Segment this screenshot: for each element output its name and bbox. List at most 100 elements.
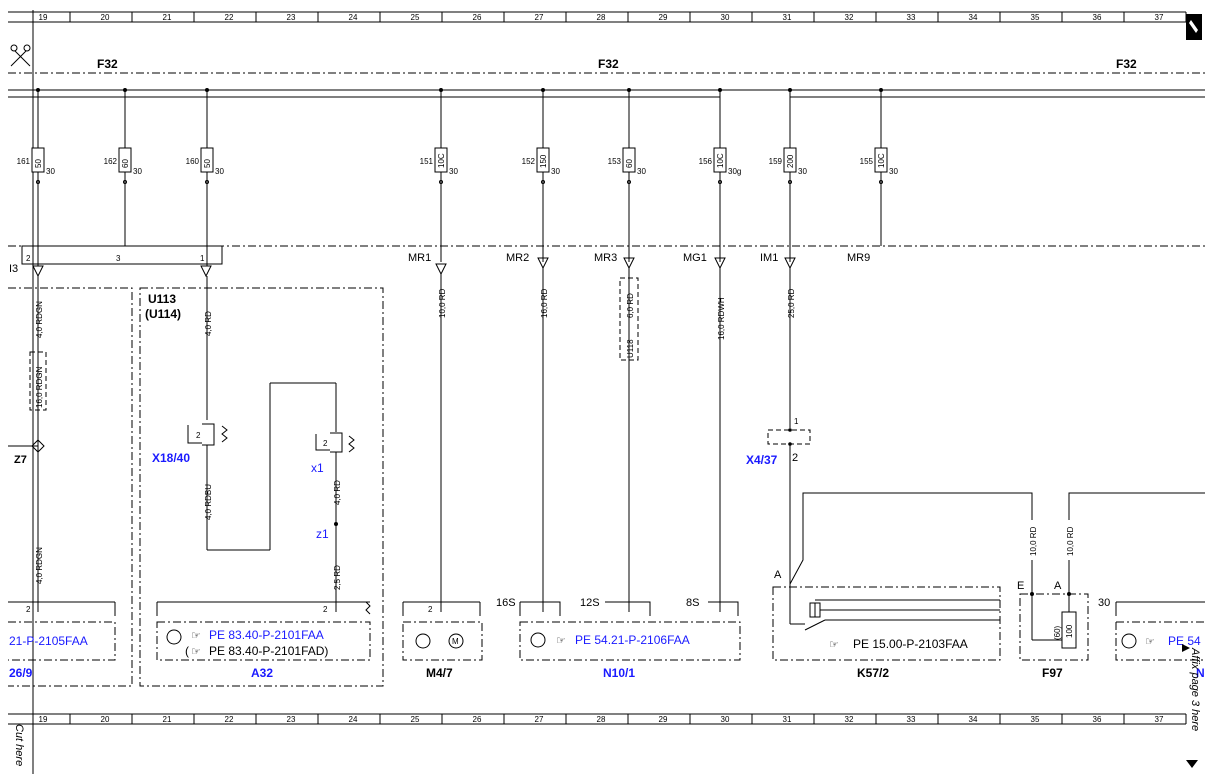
connector-label: MR2 [506,252,529,264]
connector-label: MG1 [683,252,707,264]
svg-text:2: 2 [26,605,31,614]
wire-label: 4,0 RD [204,311,213,336]
fuse-number: 161 [17,157,31,166]
svg-text:2: 2 [196,431,201,440]
wire-label: 16,0 RDGN [35,366,44,408]
fuse-rating: 60 [625,159,634,168]
fuse-terminal: 30 [798,167,807,176]
wire-label: 2,5 RD [333,565,342,590]
svg-text:30: 30 [1098,597,1110,609]
fuse-terminal: 30 [889,167,898,176]
connector-label: MR9 [847,252,870,264]
fuse-rating: 200 [786,154,795,168]
svg-text:2: 2 [26,254,31,263]
fuse-number: 155 [860,157,874,166]
component-a32: U113 (U114) 4,0 RD 2 X18/40 4,0 RDBU 2 x… [139,276,384,687]
grid-column-label: 20 [101,715,110,724]
fuse-number: 151 [420,157,434,166]
x18-40-label[interactable]: X18/40 [152,451,190,465]
wire-label: 4,0 RDGN [35,547,44,584]
fuse-rating: 10C [716,153,725,168]
svg-text:(60): (60) [1053,625,1062,640]
wire-label: 10,0 RD [438,288,447,318]
grid-column-label: 36 [1093,13,1102,22]
z1-label[interactable]: z1 [316,527,329,541]
ref-link[interactable]: 21-P-2105FAA [9,634,88,648]
connector-label: IM1 [760,252,778,264]
wire-label: 10,0 RD [1029,526,1038,556]
fuse-terminal: 30 [551,167,560,176]
fuse-rating: 10C [437,153,446,168]
grid-column-label: 23 [287,715,296,724]
svg-text:(: ( [185,644,189,658]
fuse-rating: 10C [877,153,886,168]
busbar-label: F32 [1116,57,1137,71]
grid-column-label: 19 [39,715,48,724]
grid-column-label: 36 [1093,715,1102,724]
grid-column-label: 25 [411,13,420,22]
notebook-icon [1186,14,1202,40]
cut-here-note: Cut here [13,724,25,766]
grid-column-label: 30 [721,715,730,724]
fuse-rating: 50 [34,159,43,168]
component-name[interactable]: N [1196,666,1205,680]
fuse-rating: 150 [539,154,548,168]
x4-37-label[interactable]: X4/37 [746,453,778,467]
u113-label: U113 [148,292,176,306]
fuse-number: 153 [608,157,622,166]
fuse-terminal: 30 [133,167,142,176]
component-name: F97 [1042,666,1063,680]
x1-label[interactable]: x1 [311,461,324,475]
grid-column-label: 20 [101,13,110,22]
component-name[interactable]: A32 [251,666,273,680]
grid-column-label: 26 [473,715,482,724]
grid-column-label: 21 [163,13,172,22]
grid-column-label: 29 [659,715,668,724]
wire-label: 16,0 RDWH [717,297,726,340]
component-n10-1: 16,0 RD 6,0 RD U118 16,0 RDWH 16S 12S 8S… [496,268,741,680]
grid-column-label: 30 [721,13,730,22]
connector-arrows [435,257,796,276]
grid-column-label: 32 [845,715,854,724]
scissors-icon [10,44,31,67]
ref-link[interactable]: PE 15.00-P-2103FAA [853,637,968,651]
fuse-rating: 50 [203,159,212,168]
ref-link[interactable]: PE 83.40-P-2101FAA [209,628,324,642]
svg-text:12S: 12S [580,597,600,609]
svg-text:☞: ☞ [191,646,201,658]
component-name: K57/2 [857,666,889,680]
svg-text:1: 1 [200,254,205,263]
affix-page-note: Affix page 3 here [1189,647,1201,731]
ref-link[interactable]: PE 54.21-P-2106FAA [575,633,690,647]
svg-text:M: M [452,637,459,646]
grid-column-label: 34 [969,13,978,22]
svg-text:I3: I3 [9,263,18,275]
component-name[interactable]: 26/9 [9,666,33,680]
svg-text:100: 100 [1065,624,1074,638]
grid-column-label: 27 [535,715,544,724]
ref-link[interactable]: PE 54 [1168,634,1201,648]
grid-column-label: 37 [1155,13,1164,22]
component-right-partial: 30 ☞ PE 54 N [1098,597,1205,680]
svg-text:A: A [774,569,782,581]
fuse-number: 159 [769,157,783,166]
component-name[interactable]: N10/1 [603,666,635,680]
fuse-block: 50161306016230501603010C1513015015230601… [17,88,898,184]
fuse-number: 156 [699,157,713,166]
fuse-rating: 60 [121,159,130,168]
grid-column-label: 22 [225,13,234,22]
ref-link[interactable]: PE 83.40-P-2101FAD) [209,644,328,658]
grid-column-label: 27 [535,13,544,22]
svg-text:☞: ☞ [1145,636,1155,648]
grid-column-label: 22 [225,715,234,724]
